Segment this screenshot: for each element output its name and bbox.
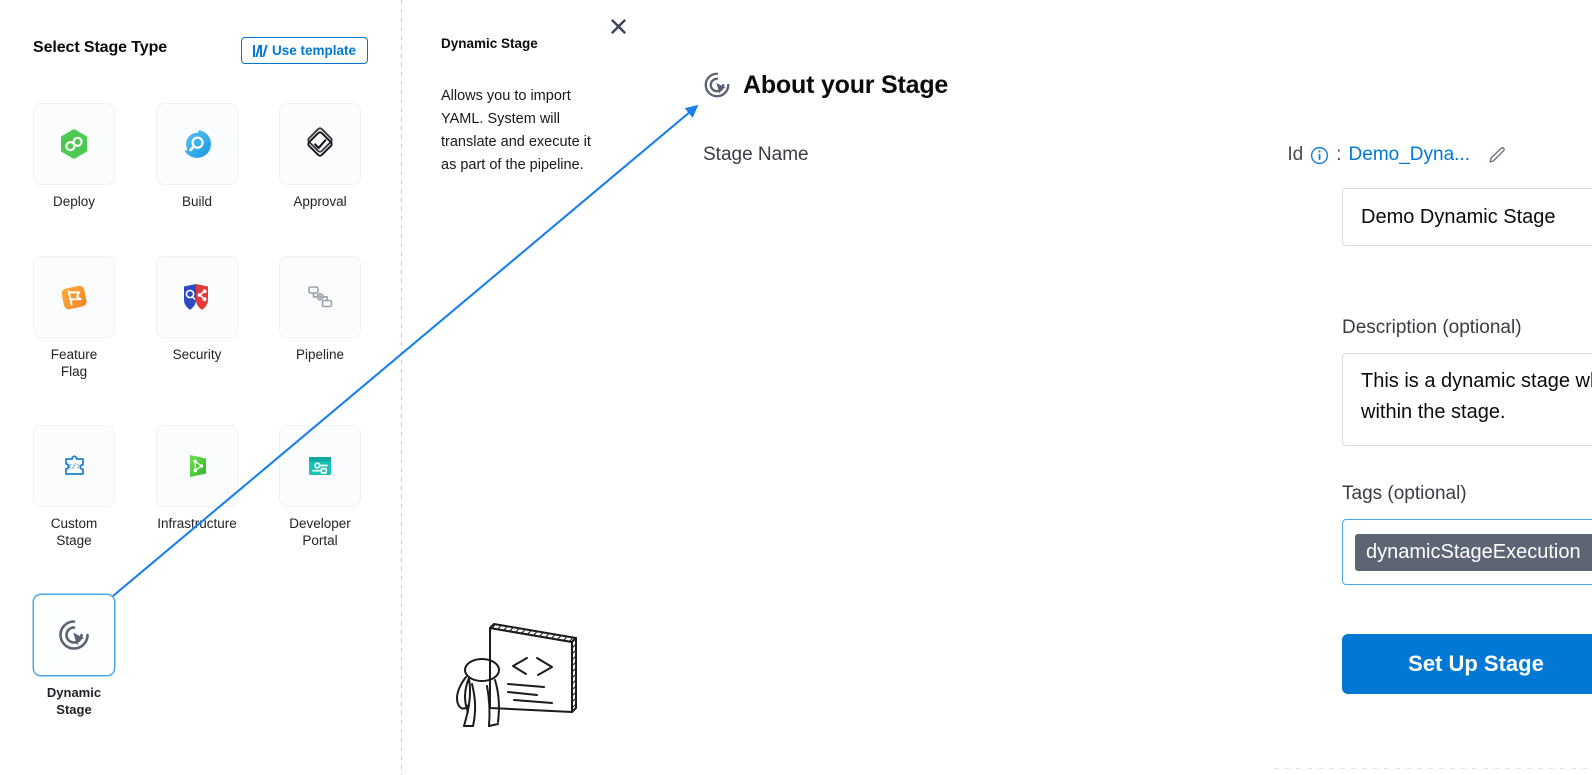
pipeline-nodes-icon [308,286,333,308]
stage-card[interactable] [156,103,238,185]
stage-type-label: Dynamic Stage [46,685,102,717]
stage-type-dynamic-stage[interactable]: Dynamic Stage [33,594,115,718]
stage-type-feature-flag[interactable]: Feature Flag [33,256,115,380]
developer-portal-icon [309,457,331,475]
dynamic-stage-click-target-icon [59,620,89,650]
set-up-stage-button[interactable]: Set Up Stage [1342,634,1592,694]
stage-type-label: Custom Stage [50,516,98,548]
deploy-hexagon-infinity-icon [61,129,87,159]
stage-info-panel: Dynamic Stage Allows you to import YAML.… [402,0,640,775]
feature-flag-icon [61,285,87,310]
stage-type-infrastructure[interactable]: Infrastructure [156,425,238,532]
stage-type-label: Build [181,194,213,209]
tags-input[interactable]: dynamicStageExecution ✕ [1342,519,1592,585]
stage-type-label: Approval [293,194,347,209]
stage-type-label: Developer Portal [289,516,351,548]
stage-card-selected[interactable] [33,594,115,676]
stage-id-block: Id : Demo_Dyna... [1287,144,1508,166]
stage-info-description: Allows you to import YAML. System will t… [441,88,591,173]
stage-type-custom-stage[interactable]: </> Custom Stage [33,425,115,549]
stage-type-security[interactable]: Security [156,256,238,363]
stage-type-panel: Select Stage Type Use template [0,0,402,775]
tag-chip[interactable]: dynamicStageExecution ✕ [1355,533,1592,571]
page-title: Select Stage Type [33,39,168,56]
stage-info-title: Dynamic Stage [441,36,538,51]
use-template-label: Use template [271,43,356,58]
stage-id-value: Demo_Dyna... [1348,144,1470,165]
stage-type-label: Security [172,347,222,362]
stage-card[interactable] [33,256,115,338]
infrastructure-cube-icon [190,455,206,477]
tag-remove-icon[interactable]: ✕ [1590,539,1592,565]
description-label: Description (optional) [1342,317,1522,338]
stage-type-approval[interactable]: Approval [279,103,361,210]
pencil-edit-icon[interactable] [1486,144,1508,166]
stage-name-input[interactable]: Demo Dynamic Stage [1342,188,1592,246]
close-icon[interactable] [606,14,630,38]
stage-id-label: Id [1287,144,1304,165]
about-header: About your Stage [702,70,948,100]
stage-card[interactable] [156,425,238,507]
stage-type-deploy[interactable]: Deploy [33,103,115,210]
template-bars-icon [253,44,268,57]
stage-card[interactable] [279,103,361,185]
approval-check-diamond-icon [307,127,333,157]
stage-id-separator: : [1336,144,1342,165]
section-heading: About your Stage [743,70,949,99]
svg-text:</>: </> [66,462,81,472]
stage-card[interactable] [279,256,361,338]
security-shields-icon [184,284,208,310]
person-presenting-code-board-illustration [442,600,612,730]
stage-type-label: Infrastructure [157,516,237,531]
stage-card[interactable]: </> [33,425,115,507]
use-template-button[interactable]: Use template [241,37,368,64]
footer-divider [1274,768,1592,769]
stage-card[interactable] [279,425,361,507]
stage-type-pipeline[interactable]: Pipeline [279,256,361,363]
stage-card[interactable] [33,103,115,185]
info-circle-icon[interactable] [1310,146,1329,165]
panel-header: Select Stage Type Use template [33,37,369,65]
custom-stage-code-puzzle-icon: </> [65,455,84,475]
stage-name-header-row: Stage Name Id : Demo_Dyna... [703,144,1508,166]
build-magnifier-circle-icon [182,129,211,158]
stage-card[interactable] [156,256,238,338]
stage-name-label: Stage Name [703,144,809,165]
tags-label: Tags (optional) [1342,483,1467,504]
stage-type-label: Deploy [52,194,96,209]
stage-type-developer-portal[interactable]: Developer Portal [279,425,361,549]
stage-type-label: Feature Flag [50,347,98,379]
description-textarea[interactable]: This is a dynamic stage which allows you… [1342,353,1592,446]
stage-type-build[interactable]: Build [156,103,238,210]
stage-type-label: Pipeline [295,347,345,362]
tag-chip-label: dynamicStageExecution [1366,540,1581,563]
dynamic-stage-click-target-icon [704,72,730,98]
about-stage-form: About your Stage Stage Name Id : Demo_Dy… [640,0,1592,775]
